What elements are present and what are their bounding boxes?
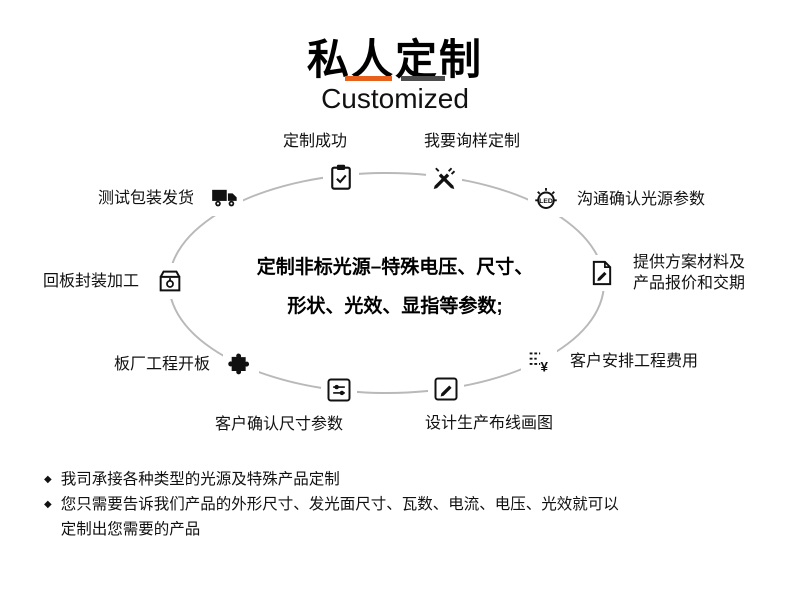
puzzle-icon (223, 346, 260, 382)
price-list-icon: ¥ (521, 343, 557, 379)
step-customization-complete: 定制成功 (283, 131, 359, 195)
center-description-line2: 形状、光效、显指等参数; (287, 296, 503, 317)
sliders-icon (321, 372, 357, 408)
svg-text:LED: LED (539, 198, 553, 205)
center-description-line1: 定制非标光源–特殊电压、尺寸、 (256, 257, 534, 278)
page-subtitle: Customized (321, 83, 469, 114)
diamond-bullet-icon: ◆ (44, 474, 52, 485)
step-provide-solution-quote: 提供方案材料及 产品报价和交期 (584, 252, 745, 294)
footer-notes: ◆ 我司承接各种类型的光源及特殊产品定制 ◆ 您只需要告诉我们产品的外形尺寸、发… (44, 467, 744, 542)
step-label: 定制成功 (283, 133, 348, 150)
step-board-engineering: 板厂工程开板 (114, 346, 260, 382)
list-item: ◆ 我司承接各种类型的光源及特殊产品定制 (44, 467, 744, 492)
step-board-packaging: 回板封装加工 (43, 263, 189, 299)
led-bulb-icon: LED (528, 181, 564, 217)
title-accent-gray (401, 76, 445, 81)
step-label: 测试包装发货 (98, 189, 195, 207)
pen-tools-icon (426, 159, 462, 195)
step-label: 我要询样定制 (424, 133, 521, 150)
clipboard-check-icon (323, 159, 359, 195)
footer-note-text: 我司承接各种类型的光源及特殊产品定制 (60, 471, 340, 488)
diamond-bullet-icon: ◆ (44, 499, 52, 510)
step-confirm-light-params: LED 沟通确认光源参数 (528, 181, 705, 217)
step-design-production-drawing: 设计生产布线画图 (425, 371, 553, 434)
list-item: ◆ 您只需要告诉我们产品的外形尺寸、发光面尺寸、瓦数、电流、电压、光效就可以 定… (44, 492, 744, 542)
step-label: 客户确认尺寸参数 (215, 416, 344, 433)
title-accent-orange (345, 76, 392, 81)
page-title: 私人定制 (306, 36, 483, 83)
package-box-icon (152, 263, 189, 299)
step-request-sample: 我要询样定制 (424, 131, 520, 195)
step-customer-pay-engineering-fee: ¥ 客户安排工程费用 (521, 343, 698, 379)
step-label: 设计生产布线画图 (425, 415, 554, 432)
svg-text:¥: ¥ (541, 360, 549, 375)
step-label: 沟通确认光源参数 (577, 190, 706, 208)
step-label: 客户安排工程费用 (570, 352, 699, 370)
truck-icon (207, 180, 244, 216)
center-description: 定制非标光源–特殊电压、尺寸、 形状、光效、显指等参数; (225, 248, 565, 326)
step-test-package-ship: 测试包装发货 (98, 180, 244, 216)
step-label: 板厂工程开板 (114, 355, 211, 373)
title-accent-bars (0, 76, 790, 81)
step-label: 提供方案材料及 产品报价和交期 (633, 254, 746, 292)
step-label: 回板封装加工 (43, 272, 140, 290)
footer-note-text: 您只需要告诉我们产品的外形尺寸、发光面尺寸、瓦数、电流、电压、光效就可以 定制出… (60, 496, 619, 538)
document-pencil-icon (584, 255, 620, 291)
step-customer-confirm-size: 客户确认尺寸参数 (215, 372, 357, 435)
pencil-square-icon (428, 371, 464, 407)
